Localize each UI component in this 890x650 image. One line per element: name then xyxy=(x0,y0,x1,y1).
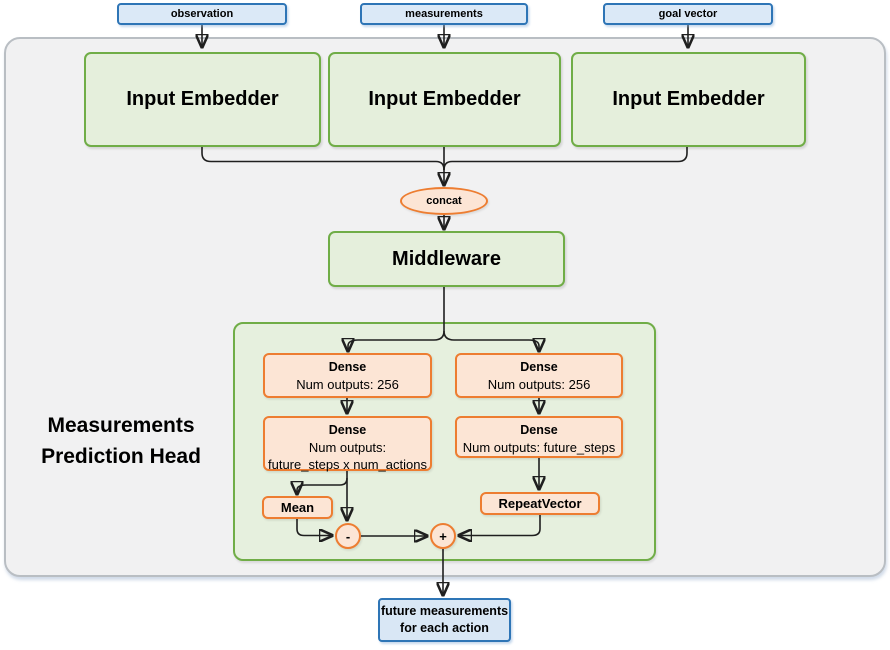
dense-right-2: Dense Num outputs: future_steps xyxy=(455,416,623,458)
dense-right-2-outputs: Num outputs: future_steps xyxy=(462,440,616,455)
input-embedder-3: Input Embedder xyxy=(571,52,806,147)
minus-operator-label: - xyxy=(345,528,351,544)
output-box-future-measurements: future measurements for each action xyxy=(378,598,511,642)
dense-left-2-outputs-line2: future_steps x num_actions xyxy=(268,457,427,472)
dense-left-1: Dense Num outputs: 256 xyxy=(263,353,432,398)
output-box-line1: future measurements xyxy=(380,604,509,618)
input-box-measurements: measurements xyxy=(360,3,528,25)
mean-block: Mean xyxy=(262,496,333,519)
dense-left-1-outputs: Num outputs: 256 xyxy=(296,377,399,392)
middleware-block: Middleware xyxy=(328,231,565,287)
repeat-vector-label: RepeatVector xyxy=(498,496,582,511)
observation-label: observation xyxy=(170,8,234,20)
dense-right-2-title: Dense xyxy=(520,423,558,437)
repeat-vector-block: RepeatVector xyxy=(480,492,600,515)
mean-label: Mean xyxy=(280,500,315,515)
dense-left-2-title: Dense xyxy=(328,423,367,437)
dense-left-1-title: Dense xyxy=(328,360,367,374)
prediction-head-title-line2: Prediction Head xyxy=(41,445,201,468)
dense-left-2: Dense Num outputs: future_steps x num_ac… xyxy=(263,416,432,472)
input-embedder-2: Input Embedder xyxy=(328,52,561,147)
prediction-head-title: Measurements Prediction Head xyxy=(10,410,232,472)
goal-vector-label: goal vector xyxy=(658,8,718,20)
concat-label: concat xyxy=(426,195,462,207)
input-embedder-2-label: Input Embedder xyxy=(368,88,521,110)
input-embedder-3-label: Input Embedder xyxy=(612,88,765,110)
middleware-label: Middleware xyxy=(392,247,501,270)
concat-node: concat xyxy=(400,187,488,215)
input-box-observation: observation xyxy=(117,3,287,25)
input-embedder-1: Input Embedder xyxy=(84,52,321,147)
dense-right-1-outputs: Num outputs: 256 xyxy=(487,377,591,392)
measurements-label: measurements xyxy=(405,8,483,20)
output-box-line2: for each action xyxy=(400,621,489,635)
input-box-goal-vector: goal vector xyxy=(603,3,773,25)
input-embedder-1-label: Input Embedder xyxy=(126,88,279,110)
dense-right-1-title: Dense xyxy=(520,360,558,374)
plus-operator-node: + xyxy=(430,523,456,549)
dense-left-2-outputs-line1: Num outputs: xyxy=(308,440,387,455)
minus-operator-node: - xyxy=(335,523,361,549)
dense-right-1: Dense Num outputs: 256 xyxy=(455,353,623,398)
prediction-head-title-line1: Measurements xyxy=(47,414,195,437)
plus-operator-label: + xyxy=(439,528,447,544)
